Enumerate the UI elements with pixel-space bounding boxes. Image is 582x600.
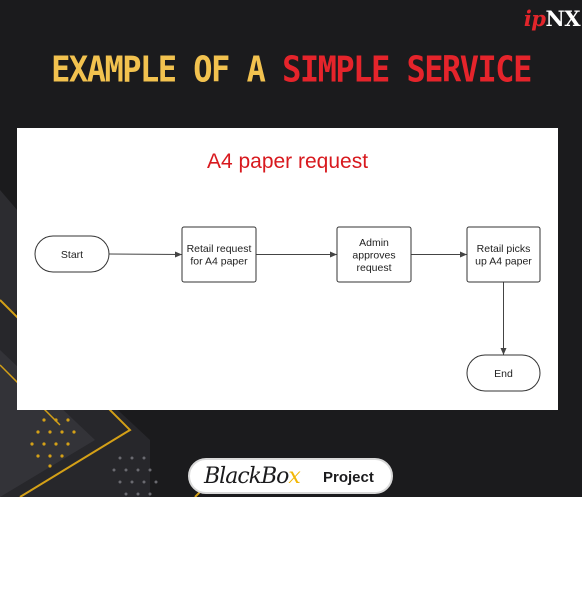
flow-node-label-retail-picks-up-line-1: Retail picks xyxy=(477,243,531,255)
blackbox-project-badge: BlackBox Project xyxy=(188,458,393,494)
project-label: Project xyxy=(323,469,374,486)
slide-headline: EXAMPLE OF A SIMPLE SERVICE xyxy=(0,48,582,91)
logo-part-nx: NX xyxy=(545,6,581,31)
flow-arrow-start-to-retail-request xyxy=(108,251,183,258)
flow-node-start: Start xyxy=(34,235,110,273)
flow-node-label-retail-request-line-2: for A4 paper xyxy=(190,256,248,268)
brand-text: BlackBo xyxy=(204,464,289,489)
deco-gold-dots xyxy=(30,418,76,468)
flow-node-shape-start xyxy=(34,235,110,273)
logo-part-ip: ip xyxy=(523,6,546,31)
flow-node-label-admin-approves-line-3: request xyxy=(356,262,391,274)
flow-node-label-retail-picks-up-line-2: up A4 paper xyxy=(475,256,532,268)
flow-node-label-retail-request-line-1: Retail request xyxy=(187,243,252,255)
flow-node-shape-end xyxy=(466,354,541,392)
flow-node-label-start-line-1: Start xyxy=(61,249,83,261)
headline-part-gold: EXAMPLE OF A xyxy=(51,47,283,91)
blackbox-brand: BlackBox xyxy=(204,464,301,489)
flow-node-label-end-line-1: End xyxy=(494,368,513,380)
flow-node-shape-retail-picks-up xyxy=(466,226,541,283)
headline-part-red: SIMPLE SERVICE xyxy=(282,47,532,91)
flow-node-shape-retail-request xyxy=(181,226,257,283)
flow-node-label-admin-approves-line-1: Admin xyxy=(359,237,389,249)
brand-x: x xyxy=(288,464,300,489)
deco-grey-dots xyxy=(112,456,158,496)
slide: ipNX EXAMPLE OF A SIMPLE SERVICE A4 pape… xyxy=(0,0,582,497)
flow-node-end: End xyxy=(466,354,541,392)
flow-node-shape-admin-approves xyxy=(336,226,412,283)
ipnx-logo: ipNX xyxy=(523,6,581,34)
diagram-title: A4 paper request xyxy=(206,150,369,173)
flow-node-label-admin-approves-line-2: approves xyxy=(352,249,395,261)
